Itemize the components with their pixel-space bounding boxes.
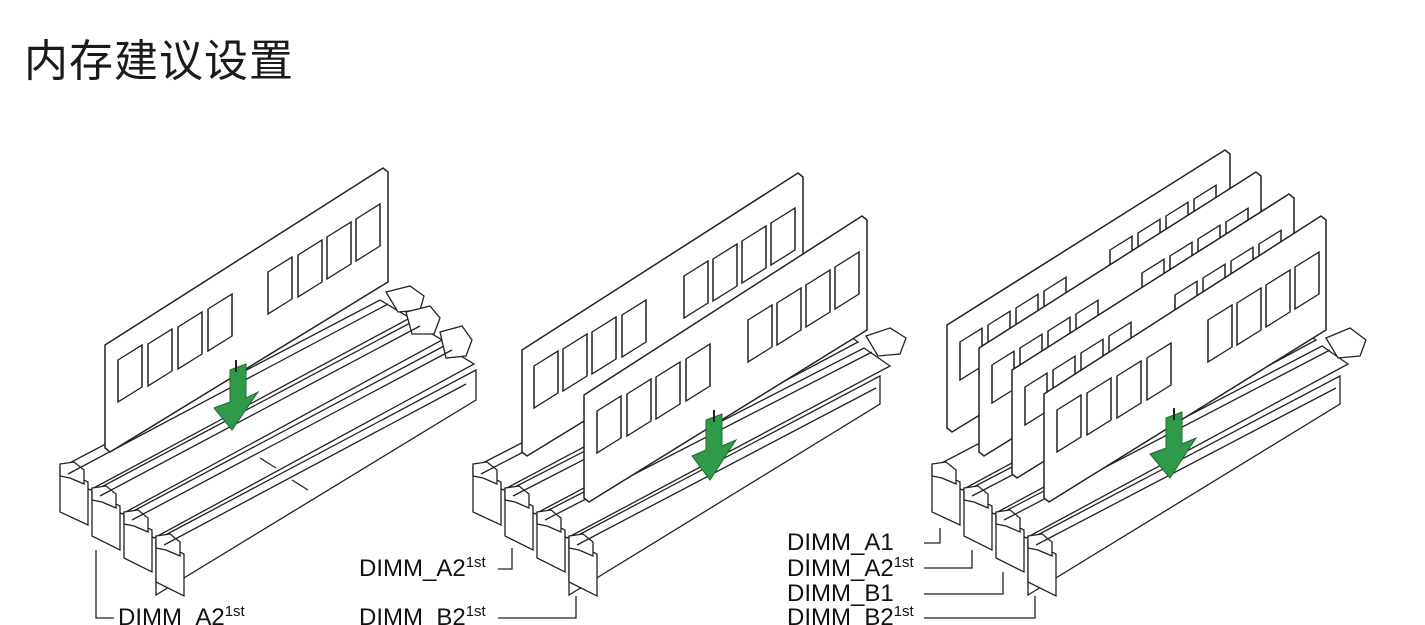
insert-arrow-icon — [1149, 408, 1198, 479]
slot-label: DIMM_A21st — [787, 554, 915, 582]
insert-arrow-icon — [213, 360, 260, 431]
slot-label-leaders — [924, 528, 1036, 619]
page-title: 内存建议设置 — [24, 36, 294, 87]
slot-label: DIMM_A21st — [359, 554, 487, 582]
memory-module — [104, 167, 389, 453]
memory-module — [521, 172, 804, 457]
slot-label: DIMM_B21st — [359, 603, 487, 625]
memory-module — [1043, 215, 1327, 503]
slot-label: DIMM_A21st — [118, 603, 246, 625]
insert-arrow-icon — [691, 410, 738, 481]
config-one-module: DIMM_A21st — [58, 167, 477, 625]
memory-module — [583, 215, 868, 503]
config-four-modules: DIMM_A1 DIMM_A21st DIMM_B1 DIMM_B21st — [787, 149, 1367, 625]
slot-label: DIMM_B21st — [787, 603, 915, 625]
config-two-modules: DIMM_A21st DIMM_B21st — [359, 172, 907, 625]
slot-label: DIMM_A1 — [787, 529, 894, 556]
slot-label-leaders — [498, 548, 577, 619]
slot-label-leaders — [95, 550, 114, 619]
slot-label: DIMM_B1 — [787, 580, 894, 607]
